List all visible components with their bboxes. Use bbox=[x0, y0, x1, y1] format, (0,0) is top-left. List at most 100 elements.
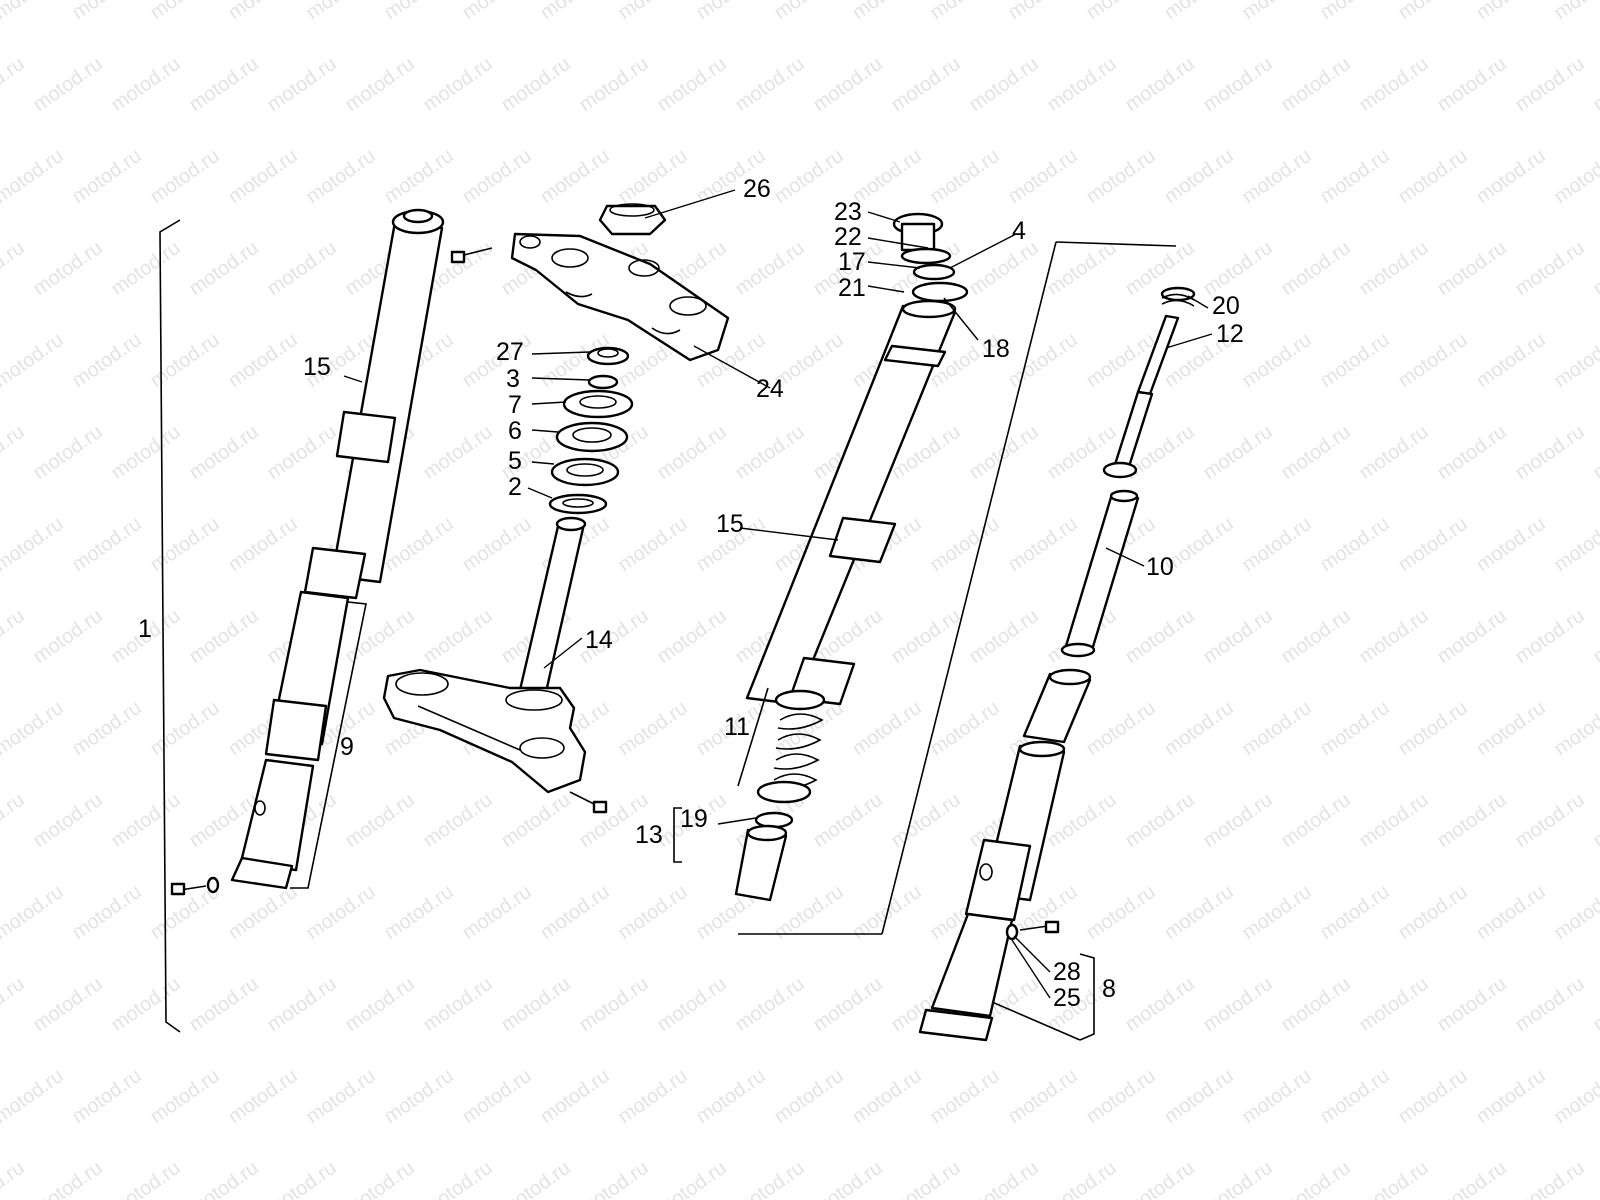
watermark-text: motod.ru bbox=[1316, 329, 1393, 392]
watermark-text: motod.ru bbox=[1316, 513, 1393, 576]
watermark-text: motod.ru bbox=[1550, 513, 1600, 576]
watermark-text: motod.ru bbox=[1355, 237, 1432, 300]
watermark-text: motod.ru bbox=[1355, 605, 1432, 668]
watermark-text: motod.ru bbox=[575, 1157, 652, 1200]
watermark-text: motod.ru bbox=[1550, 145, 1600, 208]
watermark-text: motod.ru bbox=[458, 881, 535, 944]
watermark-text: motod.ru bbox=[1121, 789, 1198, 852]
watermark-text: motod.ru bbox=[0, 605, 29, 668]
watermark-text: motod.ru bbox=[809, 973, 886, 1036]
watermark-text: motod.ru bbox=[1394, 0, 1471, 24]
watermark-text: motod.ru bbox=[1394, 1065, 1471, 1128]
watermark-text: motod.ru bbox=[68, 329, 145, 392]
watermark-text: motod.ru bbox=[1043, 53, 1120, 116]
watermark-text: motod.ru bbox=[380, 513, 457, 576]
watermark-text: motod.ru bbox=[458, 1065, 535, 1128]
watermark-text: motod.ru bbox=[419, 421, 496, 484]
watermark-text: motod.ru bbox=[1238, 145, 1315, 208]
watermark-text: motod.ru bbox=[1199, 53, 1276, 116]
watermark-text: motod.ru bbox=[107, 1157, 184, 1200]
watermark-text: motod.ru bbox=[263, 421, 340, 484]
watermark-text: motod.ru bbox=[809, 1157, 886, 1200]
watermark-text: motod.ru bbox=[1589, 53, 1600, 116]
watermark-text: motod.ru bbox=[1511, 421, 1588, 484]
watermark-text: motod.ru bbox=[1550, 697, 1600, 760]
watermark-text: motod.ru bbox=[1472, 881, 1549, 944]
watermark-text: motod.ru bbox=[419, 789, 496, 852]
watermark-text: motod.ru bbox=[1277, 973, 1354, 1036]
watermark-text: motod.ru bbox=[1238, 697, 1315, 760]
watermark-text: motod.ru bbox=[419, 53, 496, 116]
watermark-text: motod.ru bbox=[224, 881, 301, 944]
watermark-text: motod.ru bbox=[926, 513, 1003, 576]
label-27: 27 bbox=[496, 338, 524, 366]
watermark-text: motod.ru bbox=[68, 0, 145, 24]
watermark-text: motod.ru bbox=[1472, 329, 1549, 392]
watermark-text: motod.ru bbox=[458, 513, 535, 576]
watermark-text: motod.ru bbox=[29, 605, 106, 668]
watermark-text: motod.ru bbox=[1004, 0, 1081, 24]
watermark-text: motod.ru bbox=[185, 605, 262, 668]
watermark-text: motod.ru bbox=[1511, 605, 1588, 668]
watermark-text: motod.ru bbox=[1199, 421, 1276, 484]
watermark-text: motod.ru bbox=[380, 881, 457, 944]
watermark-text: motod.ru bbox=[29, 53, 106, 116]
watermark-text: motod.ru bbox=[185, 421, 262, 484]
watermark-text: motod.ru bbox=[1433, 973, 1510, 1036]
watermark-text: motod.ru bbox=[731, 237, 808, 300]
watermark-text: motod.ru bbox=[497, 53, 574, 116]
watermark-text: motod.ru bbox=[614, 0, 691, 24]
watermark-text: motod.ru bbox=[887, 53, 964, 116]
watermark-text: motod.ru bbox=[1394, 697, 1471, 760]
watermark-text: motod.ru bbox=[0, 53, 29, 116]
watermark-text: motod.ru bbox=[1277, 789, 1354, 852]
watermark-text: motod.ru bbox=[224, 513, 301, 576]
watermark-text: motod.ru bbox=[731, 973, 808, 1036]
watermark-text: motod.ru bbox=[1277, 237, 1354, 300]
watermark-text: motod.ru bbox=[0, 973, 29, 1036]
label-19: 19 bbox=[680, 805, 708, 833]
watermark-text: motod.ru bbox=[0, 881, 68, 944]
watermark-text: motod.ru bbox=[653, 1157, 730, 1200]
watermark-text: motod.ru bbox=[1277, 1157, 1354, 1200]
watermark-text: motod.ru bbox=[1433, 605, 1510, 668]
watermark-text: motod.ru bbox=[0, 513, 68, 576]
watermark-text: motod.ru bbox=[185, 1157, 262, 1200]
watermark-text: motod.ru bbox=[1472, 145, 1549, 208]
watermark-text: motod.ru bbox=[1043, 1157, 1120, 1200]
watermark-text: motod.ru bbox=[1082, 881, 1159, 944]
label-25: 25 bbox=[1053, 984, 1081, 1012]
watermark-text: motod.ru bbox=[1511, 53, 1588, 116]
watermark-text: motod.ru bbox=[1004, 513, 1081, 576]
label-20: 20 bbox=[1212, 292, 1240, 320]
label-5: 5 bbox=[508, 447, 522, 475]
watermark-text: motod.ru bbox=[0, 697, 68, 760]
watermark-text: motod.ru bbox=[1160, 697, 1237, 760]
watermark-text: motod.ru bbox=[1316, 1065, 1393, 1128]
watermark-text: motod.ru bbox=[1433, 1157, 1510, 1200]
watermark-text: motod.ru bbox=[1082, 145, 1159, 208]
label-4: 4 bbox=[1012, 217, 1026, 245]
watermark-text: motod.ru bbox=[536, 1065, 613, 1128]
fork-leg-middle-stanchion bbox=[745, 212, 969, 706]
watermark-text: motod.ru bbox=[419, 1157, 496, 1200]
watermark-text: motod.ru bbox=[302, 881, 379, 944]
label-28: 28 bbox=[1053, 958, 1081, 986]
watermark-text: motod.ru bbox=[1238, 513, 1315, 576]
watermark-text: motod.ru bbox=[146, 0, 223, 24]
watermark-text: motod.ru bbox=[29, 1157, 106, 1200]
watermark-text: motod.ru bbox=[1589, 973, 1600, 1036]
watermark-text: motod.ru bbox=[0, 421, 29, 484]
watermark-text: motod.ru bbox=[224, 145, 301, 208]
watermark-text: motod.ru bbox=[1238, 329, 1315, 392]
watermark-text: motod.ru bbox=[146, 513, 223, 576]
watermark-text: motod.ru bbox=[1199, 237, 1276, 300]
label-12: 12 bbox=[1216, 320, 1244, 348]
watermark-text: motod.ru bbox=[1433, 237, 1510, 300]
label-26: 26 bbox=[743, 175, 771, 203]
watermark-text: motod.ru bbox=[1355, 1157, 1432, 1200]
watermark-text: motod.ru bbox=[146, 145, 223, 208]
watermark-text: motod.ru bbox=[302, 1065, 379, 1128]
watermark-text: motod.ru bbox=[731, 53, 808, 116]
label-21: 21 bbox=[838, 274, 866, 302]
